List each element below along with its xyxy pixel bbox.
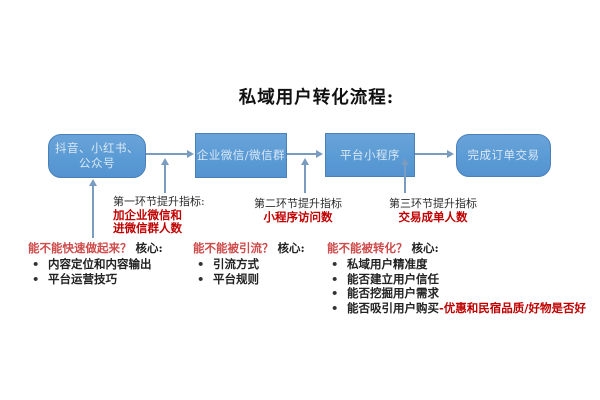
bullet-icon: • bbox=[331, 257, 339, 271]
list-item: • 能否挖掘用户需求 bbox=[327, 286, 583, 301]
node-label: 企业微信/微信群 bbox=[196, 148, 286, 162]
stage3-title: 第三环节提升指标 bbox=[389, 197, 477, 210]
bullet-icon: • bbox=[331, 300, 339, 315]
bullet-text: 能否建立用户信任 bbox=[347, 271, 439, 286]
question-header: 能不能被转化？ 核心: bbox=[327, 241, 583, 255]
core-label: 核心: bbox=[277, 241, 305, 255]
node-label-line1: 抖音、小红书、 bbox=[55, 141, 139, 155]
bullet-list: • 内容定位和内容输出 • 平台运营技巧 bbox=[28, 257, 190, 287]
bullet-text: 能否吸引用户购买 bbox=[347, 300, 439, 315]
question-block-startup: 能不能快速做起来？ 核心: • 内容定位和内容输出 • 平台运营技巧 bbox=[28, 241, 190, 287]
question-text: 能不能被转化？ bbox=[327, 241, 408, 255]
bullet-icon: • bbox=[331, 286, 339, 300]
bullet-text: 平台运营技巧 bbox=[48, 271, 117, 286]
stage3-metric: 交易成单人数 bbox=[398, 210, 468, 224]
arrow-up-icon bbox=[89, 179, 97, 186]
stage1-title: 第一环节提升指标: bbox=[113, 195, 205, 208]
flow-node-wechat-group: 企业微信/微信群 bbox=[195, 133, 287, 178]
bullet-text: 私域用户精准度 bbox=[347, 257, 428, 271]
bullet-icon: • bbox=[197, 257, 205, 271]
list-item: • 能否吸引用户购买-优惠和民宿品质/好物是否好 bbox=[327, 300, 586, 316]
arrow-up-icon bbox=[401, 158, 409, 165]
stage1-metric-line2: 进微信群人数 bbox=[113, 221, 182, 235]
node-label: 平台小程序 bbox=[340, 147, 400, 162]
question-block-conversion: 能不能被转化？ 核心: • 私域用户精准度 • 能否建立用户信任 • 能否挖掘用… bbox=[327, 241, 586, 316]
bullet-highlight-text: -优惠和民宿品质/好物是否好 bbox=[439, 300, 586, 315]
node-label-line2: 公众号 bbox=[79, 156, 115, 170]
stage3-label: 第三环节提升指标 交易成单人数 bbox=[383, 197, 483, 224]
arrow-line-up-into-channels bbox=[92, 185, 94, 238]
list-item: • 平台规则 bbox=[193, 271, 321, 287]
question-text: 能不能被引流？ bbox=[193, 241, 274, 255]
bullet-text: 引流方式 bbox=[213, 257, 259, 271]
flow-node-order-complete: 完成订单交易 bbox=[456, 134, 551, 177]
node-label: 完成订单交易 bbox=[467, 148, 540, 162]
bullet-text: 内容定位和内容输出 bbox=[48, 257, 152, 271]
arrow-up-icon bbox=[301, 158, 309, 165]
bullet-list: • 私域用户精准度 • 能否建立用户信任 • 能否挖掘用户需求 • 能否吸引用户… bbox=[327, 257, 586, 316]
arrow-line-channels-to-wechat bbox=[146, 153, 187, 155]
stage2-title: 第二环节提升指标 bbox=[254, 197, 342, 210]
bullet-icon: • bbox=[197, 271, 205, 286]
arrow-right-icon bbox=[187, 150, 194, 158]
arrow-line-miniprogram-to-order bbox=[415, 153, 447, 155]
arrow-right-icon bbox=[447, 150, 454, 158]
bullet-icon: • bbox=[331, 271, 339, 286]
question-text: 能不能快速做起来？ bbox=[28, 241, 132, 255]
bullet-icon: • bbox=[32, 257, 40, 271]
bullet-text: 平台规则 bbox=[213, 271, 259, 286]
stage1-metric-line1: 加企业微信和 bbox=[113, 208, 182, 222]
page-title: 私域用户转化流程: bbox=[238, 88, 395, 108]
arrow-up-icon bbox=[161, 158, 169, 165]
core-label: 核心: bbox=[135, 241, 163, 255]
arrow-line-up-stage1 bbox=[164, 164, 166, 193]
bullet-icon: • bbox=[32, 271, 40, 286]
arrow-line-wechat-to-miniprogram bbox=[287, 153, 316, 155]
list-item: • 内容定位和内容输出 bbox=[28, 257, 190, 272]
core-label: 核心: bbox=[411, 241, 439, 255]
arrow-line-up-stage2 bbox=[304, 164, 306, 193]
list-item: • 私域用户精准度 bbox=[327, 257, 583, 272]
question-header: 能不能快速做起来？ 核心: bbox=[28, 241, 190, 255]
stage1-label: 第一环节提升指标: 加企业微信和 进微信群人数 bbox=[113, 195, 205, 235]
flow-node-channels: 抖音、小红书、 公众号 bbox=[48, 134, 146, 178]
list-item: • 能否建立用户信任 bbox=[327, 271, 583, 287]
stage2-metric: 小程序访问数 bbox=[263, 210, 333, 224]
bullet-text: 能否挖掘用户需求 bbox=[347, 286, 439, 300]
stage2-label: 第二环节提升指标 小程序访问数 bbox=[248, 197, 348, 224]
list-item: • 引流方式 bbox=[193, 257, 321, 272]
list-item: • 平台运营技巧 bbox=[28, 271, 190, 287]
question-header: 能不能被引流？ 核心: bbox=[193, 241, 321, 255]
arrow-line-up-stage3 bbox=[404, 164, 406, 193]
flow-node-miniprogram: 平台小程序 bbox=[325, 133, 415, 177]
question-block-traffic: 能不能被引流？ 核心: • 引流方式 • 平台规则 bbox=[193, 241, 321, 287]
bullet-list: • 引流方式 • 平台规则 bbox=[193, 257, 321, 287]
arrow-right-icon bbox=[316, 150, 323, 158]
